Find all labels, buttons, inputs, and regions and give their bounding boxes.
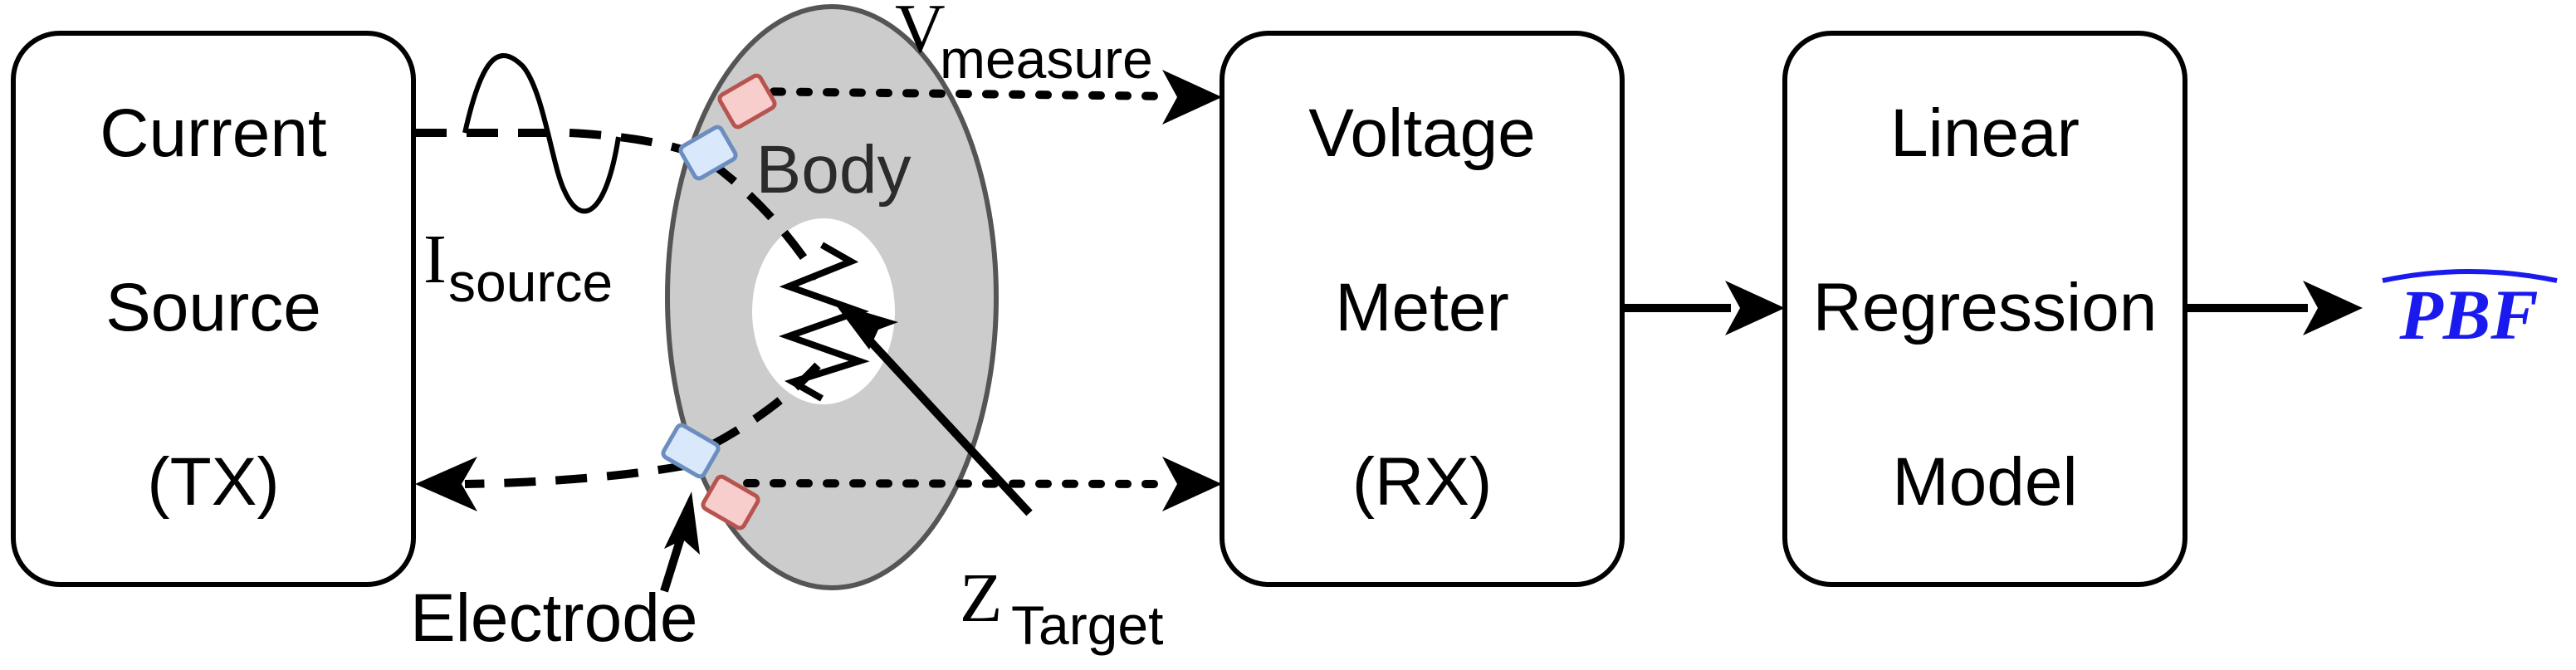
svg-text:I: I [423,221,447,298]
measure-electrode-top [717,73,777,130]
current-source-line3: (TX) [147,444,279,520]
measure-top-arrowhead [1162,70,1222,125]
voltage-meter-line2: Meter [1335,270,1509,345]
svg-text:source: source [448,252,613,313]
pbf-output-label: PBF [2398,275,2538,355]
electrode-pointer-arrowhead [664,491,700,555]
injection-electrode-top [678,125,738,181]
regression-to-output-arrowhead [2303,281,2363,335]
svg-text:measure: measure [940,28,1153,90]
v-measure-label: V measure [895,0,1153,90]
body-label: Body [756,132,912,208]
injection-electrode-bottom [661,423,721,479]
voltage-meter-line3: (RX) [1352,444,1493,520]
regression-line2: Regression [1813,270,2158,345]
z-target-label: Z Target [960,560,1163,656]
z-target-pointer [860,330,1033,516]
svg-text:Target: Target [1011,594,1163,656]
current-source-line2: Source [105,270,321,345]
regression-line1: Linear [1890,95,2080,171]
pbf-output: PBF [2382,269,2558,355]
svg-text:Z: Z [960,560,1002,637]
measure-line-top [743,87,1175,100]
meter-to-regression-arrowhead [1725,281,1785,335]
electrode-label: Electrode [410,580,697,656]
svg-text:V: V [895,0,946,67]
regression-model-box: Linear Regression Model [1782,31,2187,587]
regression-line3: Model [1892,444,2077,520]
voltage-meter-line1: Voltage [1308,95,1536,171]
measure-bottom-arrowhead [1162,457,1222,511]
pbf-hat-icon [2382,269,2558,283]
current-path-top [415,129,707,162]
measure-electrode-bottom [701,474,760,531]
voltage-meter-box: Voltage Meter (RX) [1220,31,1625,587]
measure-line-bottom [743,479,1175,488]
current-source-line1: Current [100,95,327,171]
current-path-inner-top [707,158,822,281]
i-source-label: I source [423,221,613,313]
current-return-arrowhead [415,457,477,511]
current-source-box: Current Source (TX) [11,31,416,587]
resistor-icon [778,242,870,402]
current-path-bottom [464,461,690,488]
z-target-arrowhead [834,303,898,350]
sine-wave-icon [462,53,621,214]
